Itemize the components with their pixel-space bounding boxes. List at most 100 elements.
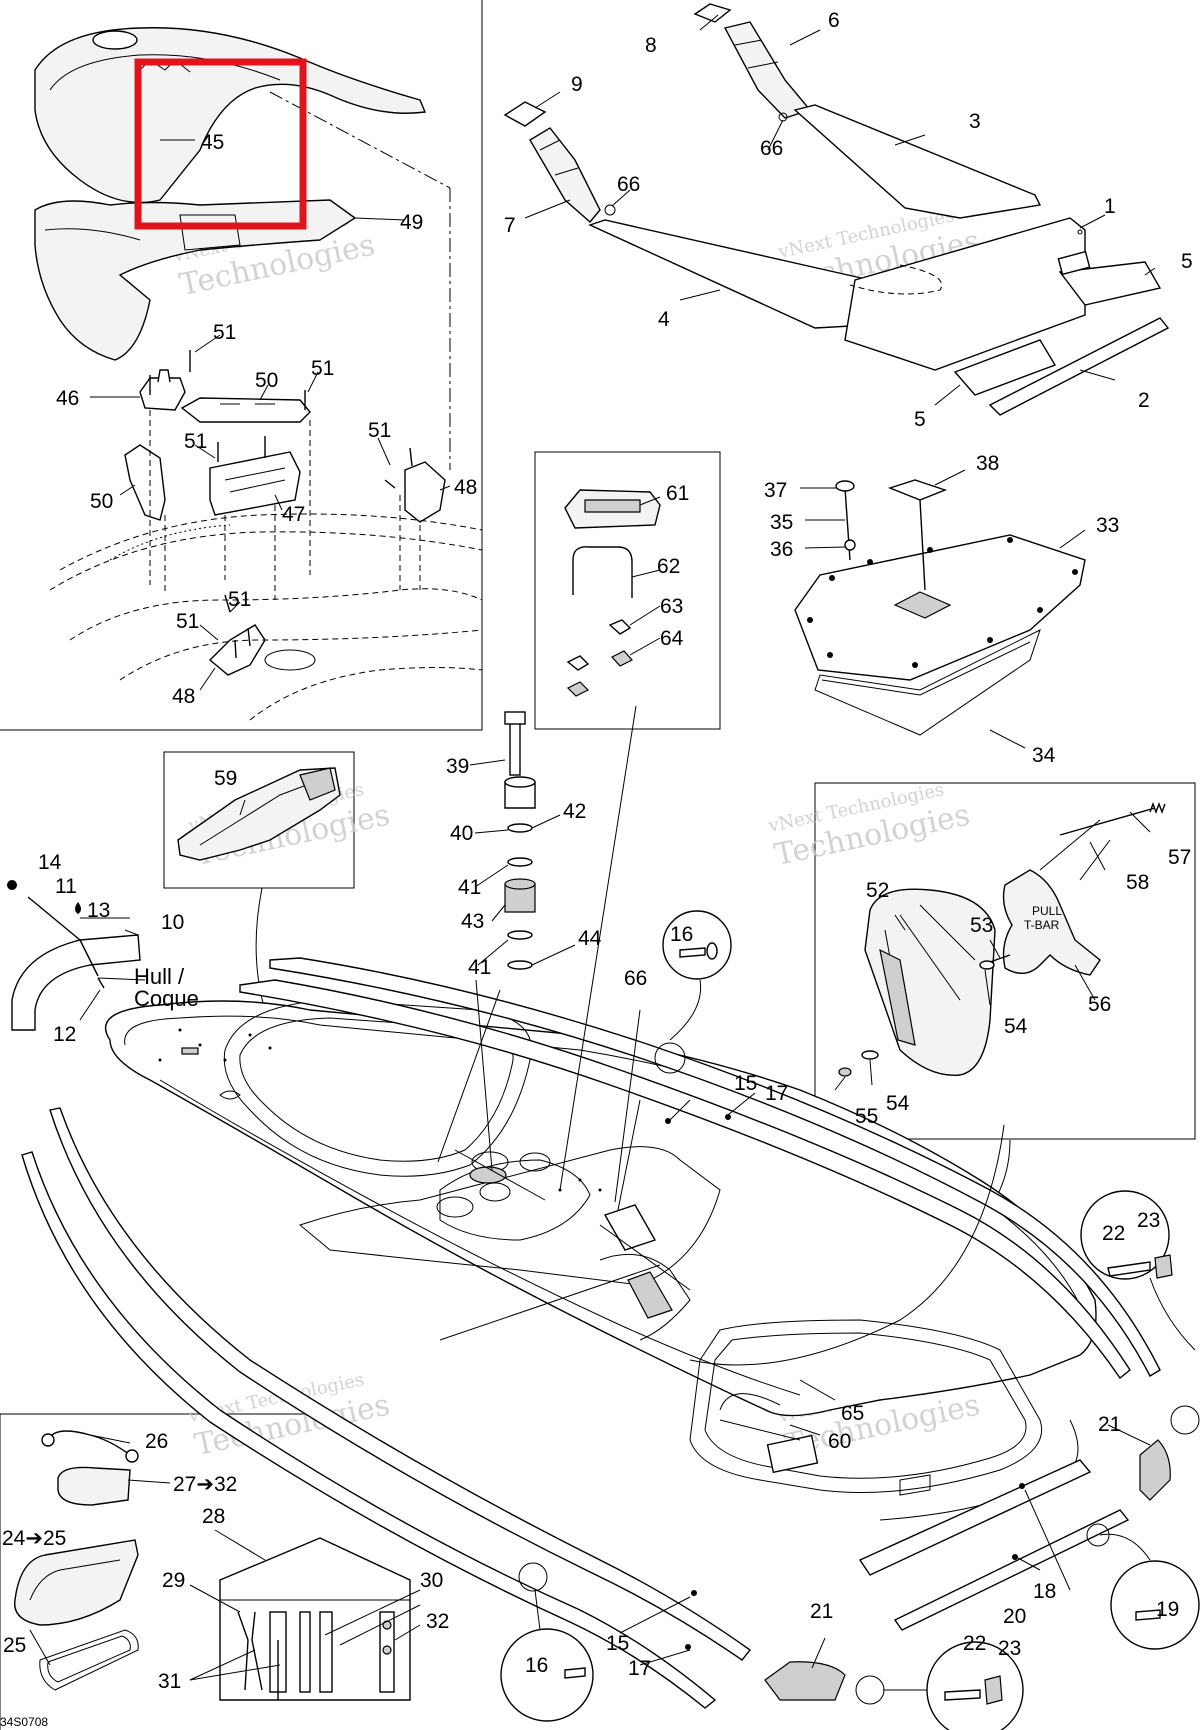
callout-14: 14 — [38, 851, 62, 874]
mat-5-right — [1058, 261, 1162, 306]
callout-21: 21 — [1098, 1413, 1121, 1436]
callout-34: 34 — [1032, 744, 1056, 767]
callout-37: 37 — [764, 479, 787, 502]
bumper-10 — [7, 880, 141, 1031]
hull-label: Hull / — [134, 964, 185, 989]
callout-15: 15 — [606, 1632, 629, 1655]
callout-16: 16 — [670, 923, 693, 946]
callout-13: 13 — [87, 899, 110, 922]
callout-50: 50 — [90, 490, 113, 513]
mat-2 — [988, 317, 1170, 416]
screw-12 — [97, 977, 105, 989]
washer-63 — [608, 619, 632, 635]
spring-57 — [1149, 802, 1166, 814]
seat-section-frame — [0, 0, 483, 731]
reboarding-step: PULL T-BAR — [838, 802, 1166, 1241]
callout-17: 17 — [628, 1657, 651, 1680]
detail-circles — [500, 910, 1200, 1730]
washer-44 — [507, 960, 533, 970]
mat-8 — [693, 3, 732, 23]
storage-lid — [794, 479, 1086, 736]
deck-main — [104, 999, 1097, 1521]
mat-3 — [793, 104, 1042, 219]
callout-51: 51 — [176, 610, 199, 633]
lid-33-recess — [893, 591, 952, 619]
callout-23: 23 — [998, 1637, 1021, 1660]
seat-lower — [34, 199, 357, 361]
callout-16: 16 — [525, 1654, 548, 1677]
callout-61: 61 — [666, 482, 689, 505]
callout-51: 51 — [228, 588, 251, 611]
handle-kit — [564, 489, 661, 697]
callout-66: 66 — [617, 173, 640, 196]
trim-17-lower — [21, 1151, 717, 1709]
tool-kit — [14, 1430, 411, 1701]
callout-25: 25 — [3, 1634, 26, 1657]
gasket-25 — [39, 1629, 139, 1691]
cap-38 — [887, 479, 948, 501]
detail-circle-16-bottom — [500, 1628, 594, 1722]
trim-15-lower — [49, 1107, 752, 1661]
fairing-inset-frame — [163, 751, 355, 889]
mat-7 — [529, 127, 601, 224]
bracket-50-left — [124, 444, 166, 521]
decal-56 — [1002, 869, 1101, 976]
callout-labels: 1 2 3 4 5 5 6 7 8 9 66 66 45 49 51 46 50… — [0, 9, 1193, 1729]
callout-29: 29 — [162, 1569, 185, 1592]
callout-66: 66 — [760, 137, 783, 160]
callout-31: 31 — [158, 1670, 181, 1693]
hull-label-fr: Coque — [134, 986, 199, 1011]
decal-pull-text: PULL — [1032, 904, 1062, 918]
callout-40: 40 — [450, 822, 473, 845]
callout-30: 30 — [420, 1569, 443, 1592]
trim-15-upper — [239, 979, 1131, 1380]
callout-22: 22 — [1102, 1222, 1125, 1245]
callout-21: 21 — [810, 1600, 833, 1623]
callout-51: 51 — [184, 430, 207, 453]
washer-42 — [507, 823, 533, 833]
callout-12: 12 — [53, 1023, 76, 1046]
mat-5-left — [953, 339, 1057, 396]
strip-20 — [893, 1509, 1130, 1631]
screw-53 — [989, 954, 1011, 963]
bolt-39 — [509, 719, 521, 776]
callout-46: 46 — [56, 387, 79, 410]
bolts-51 — [149, 350, 413, 659]
callout-9: 9 — [571, 73, 583, 96]
washer-36 — [844, 539, 856, 551]
callout-26: 26 — [145, 1430, 168, 1453]
callout-4: 4 — [658, 308, 670, 331]
callout-27-32: 27➔32 — [173, 1473, 237, 1496]
callout-36: 36 — [770, 538, 793, 561]
tools-29-32 — [237, 1611, 395, 1700]
callout-17: 17 — [765, 1082, 788, 1105]
ubolt-62 — [572, 546, 633, 598]
callout-22: 22 — [963, 1632, 986, 1655]
bracket-46 — [139, 377, 186, 411]
callout-45: 45 — [201, 131, 224, 154]
hull-leaders — [437, 705, 1005, 1441]
washer-54b — [861, 1050, 879, 1060]
seat-assembly — [34, 27, 451, 470]
callout-60: 60 — [828, 1430, 851, 1453]
callout-59: 59 — [214, 767, 237, 790]
callout-56: 56 — [1088, 993, 1111, 1016]
callout-48: 48 — [454, 476, 477, 499]
callout-3: 3 — [969, 110, 981, 133]
washer-54a — [979, 960, 995, 970]
nut-64 — [611, 650, 633, 667]
bracket-48-lower — [208, 624, 266, 676]
tool-box-27 — [57, 1466, 131, 1506]
harness-26 — [47, 1430, 131, 1456]
callout-62: 62 — [657, 555, 680, 578]
sealant-13 — [75, 902, 81, 914]
callout-32: 32 — [426, 1610, 449, 1633]
callout-7: 7 — [504, 214, 516, 237]
decal-tbar-text: T-BAR — [1024, 918, 1060, 932]
handle-kit-frame — [534, 451, 721, 730]
battery-60 — [766, 1434, 819, 1474]
detail-circle-22-23-top — [1080, 1190, 1170, 1280]
washer-41b — [507, 930, 533, 940]
mats — [503, 3, 1170, 416]
